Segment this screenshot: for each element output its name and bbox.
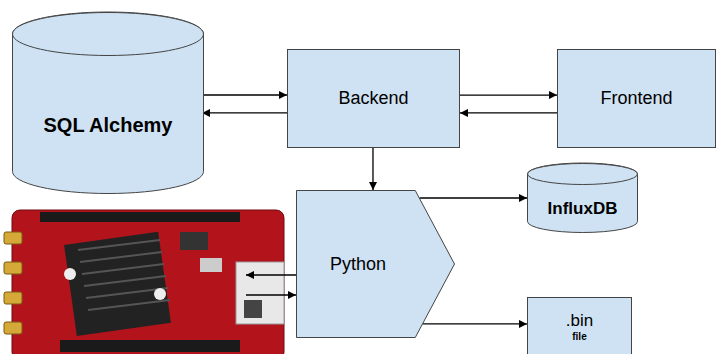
heatsink-fins <box>78 240 170 310</box>
database-cylinder-outline <box>12 12 204 194</box>
node-texts: .binfile <box>527 297 632 354</box>
node-texts: SQL Alchemy <box>12 12 204 194</box>
mount-hole <box>154 288 166 300</box>
node-texts: InfluxDB <box>527 163 638 233</box>
node-label: Backend <box>338 88 408 109</box>
cylinder-top <box>528 164 638 185</box>
sma-connector <box>4 232 22 244</box>
connector-arrow <box>202 112 287 113</box>
sma-connector <box>4 262 22 274</box>
board-pcb <box>12 210 284 354</box>
cylinder-top <box>13 13 204 56</box>
ethernet-port <box>236 262 284 324</box>
board-arrow <box>246 274 296 275</box>
node-label: file <box>572 331 586 343</box>
heatsink-base <box>64 232 171 336</box>
cylinder-body <box>13 12 204 194</box>
box-outline <box>528 298 632 354</box>
database-cylinder: InfluxDB <box>527 163 638 233</box>
box-outline <box>288 50 460 148</box>
board-arrow <box>246 294 296 295</box>
database-cylinder-outline <box>527 163 638 233</box>
node-texts: Frontend <box>557 49 716 148</box>
connector-arrow <box>204 94 287 95</box>
node-label: InfluxDB <box>548 199 618 219</box>
pin-header <box>40 212 240 222</box>
process-box: Backend <box>287 49 460 148</box>
sma-connectors <box>4 232 22 334</box>
mount-hole <box>64 268 76 280</box>
node-label: SQL Alchemy <box>44 114 173 137</box>
heatsink <box>64 232 171 336</box>
pentagon-outline <box>297 191 455 338</box>
node-label: Frontend <box>600 88 672 109</box>
node-label: Python <box>330 254 386 275</box>
database-cylinder: SQL Alchemy <box>12 12 204 194</box>
node-texts: Backend <box>287 49 460 148</box>
connector-arrow <box>420 197 527 198</box>
box-outline <box>558 50 716 148</box>
script-pentagon: Python <box>296 190 455 338</box>
process-box: Frontend <box>557 49 716 148</box>
node-texts: Python <box>296 190 420 338</box>
sma-connector <box>4 292 22 304</box>
file-box: .binfile <box>527 297 632 354</box>
node-label: .bin <box>566 311 593 331</box>
connector-arrow <box>372 148 373 190</box>
connector-arrow <box>460 112 557 113</box>
sd-slot <box>200 258 222 272</box>
connector-arrow <box>460 94 557 95</box>
connector-arrow <box>423 323 527 324</box>
sma-connector <box>4 322 22 334</box>
cylinder-body <box>528 163 638 233</box>
qr-label <box>244 300 262 318</box>
pin-header <box>60 340 240 352</box>
chip <box>180 232 208 250</box>
